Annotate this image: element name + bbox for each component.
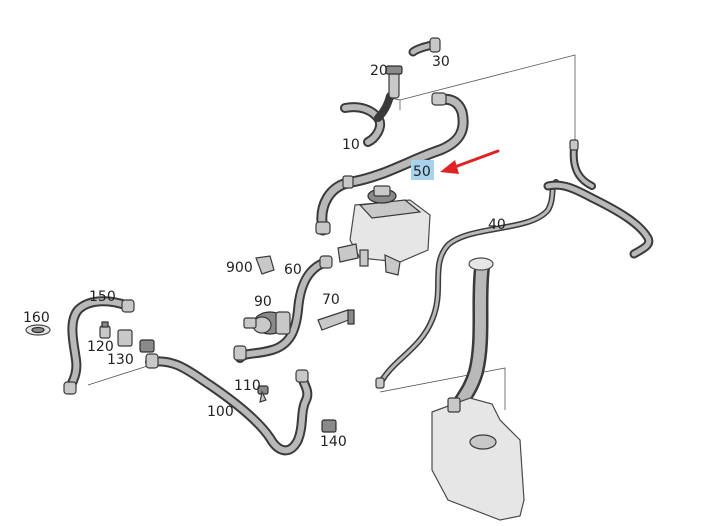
callout-110[interactable]: 110 <box>234 378 261 394</box>
hose-150[interactable] <box>63 296 135 395</box>
callout-100[interactable]: 100 <box>207 404 234 420</box>
bracket-70[interactable] <box>317 309 355 331</box>
callout-90[interactable]: 90 <box>254 294 272 310</box>
callout-120[interactable]: 120 <box>87 339 114 355</box>
hose-60[interactable] <box>233 255 333 363</box>
hose-40[interactable] <box>375 179 559 389</box>
fitting-130[interactable] <box>117 329 155 353</box>
callout-20[interactable]: 20 <box>370 63 388 79</box>
callout-60[interactable]: 60 <box>284 262 302 278</box>
callout-30[interactable]: 30 <box>432 54 450 70</box>
reservoir[interactable] <box>431 257 525 521</box>
callout-50[interactable]: 50 <box>413 164 431 180</box>
highlight-arrow-head <box>440 160 459 174</box>
connector-140[interactable] <box>321 419 337 433</box>
water-pump-90[interactable] <box>243 311 291 335</box>
bracket-900[interactable] <box>255 255 275 275</box>
connector-20[interactable] <box>385 65 403 99</box>
callout-140[interactable]: 140 <box>320 434 347 450</box>
callout-900[interactable]: 900 <box>226 260 253 276</box>
callout-70[interactable]: 70 <box>322 292 340 308</box>
fitting-120[interactable] <box>99 321 111 339</box>
callout-150[interactable]: 150 <box>89 289 116 305</box>
hose-right-assembly[interactable] <box>543 139 654 259</box>
highlight-box <box>411 160 434 180</box>
callout-160[interactable]: 160 <box>23 310 50 326</box>
connector-30[interactable] <box>408 37 441 57</box>
hose-10[interactable] <box>340 92 394 147</box>
hose-50[interactable] <box>315 92 469 236</box>
callout-40[interactable]: 40 <box>488 217 506 233</box>
callout-130[interactable]: 130 <box>107 352 134 368</box>
highlight-arrow <box>450 149 500 170</box>
expansion-tank[interactable] <box>337 185 431 276</box>
hose-100[interactable] <box>145 353 313 456</box>
clip-110[interactable] <box>257 385 269 403</box>
callout-10[interactable]: 10 <box>342 137 360 153</box>
callout-labels: 10 20 30 40 50 60 70 90 100 110 120 130 … <box>23 54 506 450</box>
clamp-160[interactable] <box>25 324 51 336</box>
